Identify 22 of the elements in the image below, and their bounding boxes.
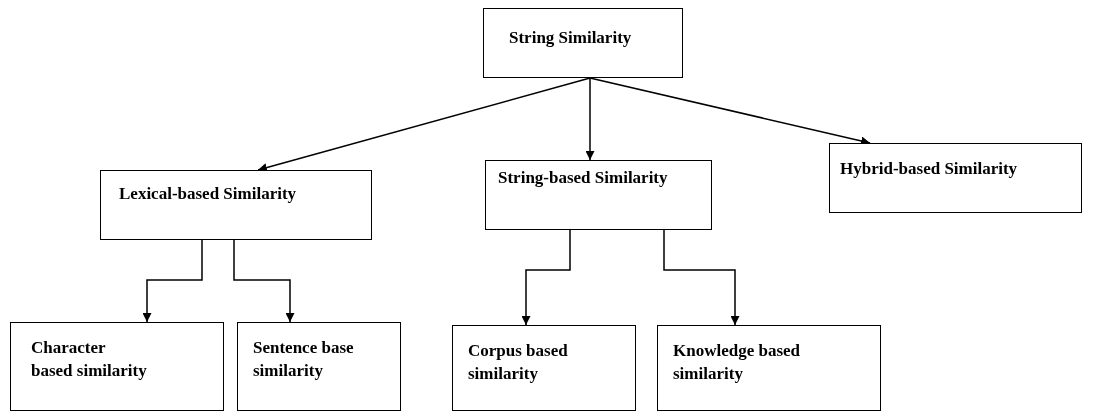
arrow xyxy=(585,77,595,161)
category-box xyxy=(452,325,636,411)
arrow xyxy=(142,239,203,323)
category-box xyxy=(237,322,401,411)
category-label: String Similarity xyxy=(509,27,632,49)
category-box xyxy=(657,325,881,411)
category-label: Corpus based similarity xyxy=(468,340,569,385)
category-box xyxy=(10,322,224,411)
arrow xyxy=(663,229,740,326)
category-label: Knowledge based similarity xyxy=(673,340,802,385)
category-box xyxy=(483,8,683,78)
category-label: Hybrid-based Similarity xyxy=(840,158,1018,180)
category-box xyxy=(100,170,372,240)
category-label: Lexical-based Similarity xyxy=(119,183,297,205)
arrow xyxy=(521,229,571,326)
arrow xyxy=(257,77,591,172)
arrow xyxy=(233,239,295,323)
category-box xyxy=(829,143,1082,213)
category-label: Sentence base similarity xyxy=(253,337,355,382)
category-label: String-based Similarity xyxy=(498,167,668,189)
category-box xyxy=(485,160,712,230)
category-label: Character based similarity xyxy=(31,337,148,382)
